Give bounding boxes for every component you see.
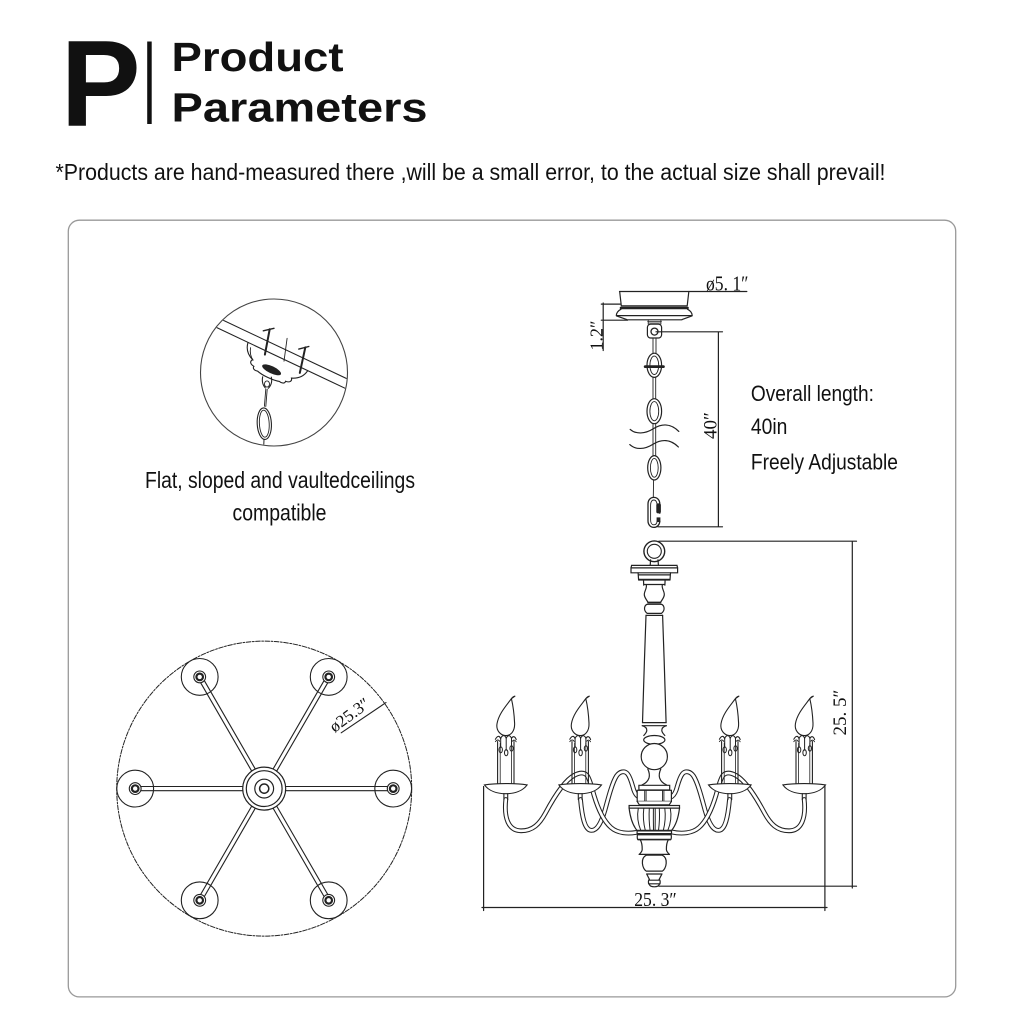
svg-text:Freely Adjustable: Freely Adjustable [751, 449, 898, 474]
svg-text:Product: Product [172, 34, 344, 80]
svg-text:1.2″: 1.2″ [587, 321, 607, 351]
svg-text:ø25.3″: ø25.3″ [326, 694, 374, 736]
svg-text:Overall length:: Overall length: [751, 381, 874, 406]
svg-text:40″: 40″ [700, 412, 721, 439]
svg-text:*Products are hand-measured th: *Products are hand-measured there ,will … [56, 159, 886, 185]
svg-text:ø5. 1″: ø5. 1″ [706, 272, 749, 296]
svg-text:Parameters: Parameters [172, 85, 428, 131]
svg-text:40in: 40in [751, 414, 788, 439]
svg-text:P: P [61, 15, 141, 152]
svg-text:25. 5″: 25. 5″ [830, 690, 851, 736]
svg-text:compatible: compatible [233, 500, 327, 526]
svg-text:Flat, sloped and vaultedceilin: Flat, sloped and vaultedceilings [145, 467, 415, 493]
svg-text:25. 3″: 25. 3″ [634, 889, 677, 911]
